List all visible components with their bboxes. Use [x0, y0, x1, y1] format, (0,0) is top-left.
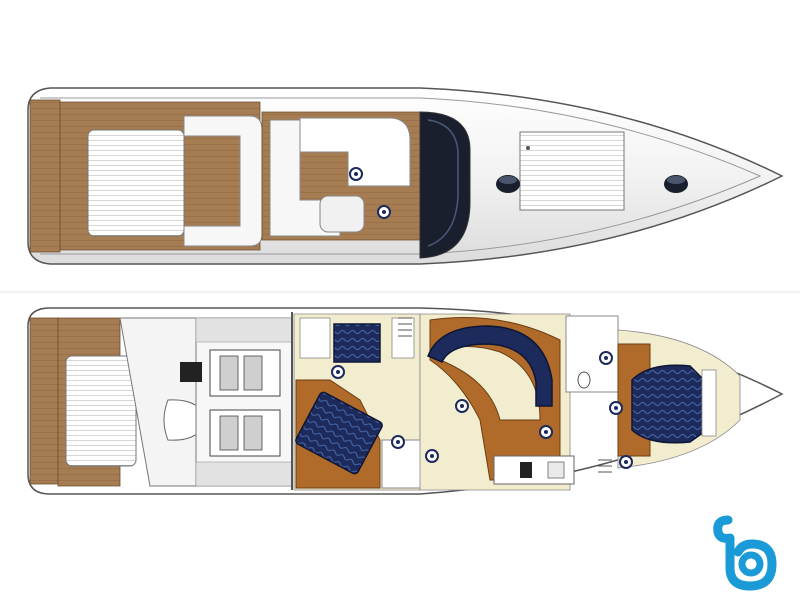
- engine-room: [195, 317, 293, 487]
- galley-sink-icon: [520, 462, 532, 478]
- helm-console: [299, 117, 411, 187]
- lower-aft-sunpad: [65, 355, 137, 467]
- deck-gunwale: [40, 97, 762, 255]
- aft-cabin-bed-icon: [295, 391, 383, 475]
- windscreen-glass: [419, 111, 471, 259]
- aft-sunpad: [87, 129, 185, 237]
- forward-cabin-bed-icon: [631, 364, 705, 444]
- lower-swim-platform: [29, 317, 59, 485]
- helm-seat: [319, 195, 365, 233]
- foredeck-sunpad: [519, 131, 625, 211]
- engine-starboard-icon: [209, 409, 281, 457]
- lower-deck-plan: [27, 307, 784, 495]
- saloon-table-wood: [439, 346, 541, 421]
- engine-port-icon: [180, 349, 281, 397]
- cleat-icon: [526, 146, 530, 150]
- boataround-b-logo-icon: [713, 515, 777, 591]
- deck-plan: [27, 87, 784, 265]
- swim-platform-teak: [29, 99, 61, 253]
- twin-cabin-bed-icon: [333, 323, 381, 363]
- companionway-stairs-icon: [398, 317, 612, 473]
- saloon-curved-sofa: [427, 325, 553, 407]
